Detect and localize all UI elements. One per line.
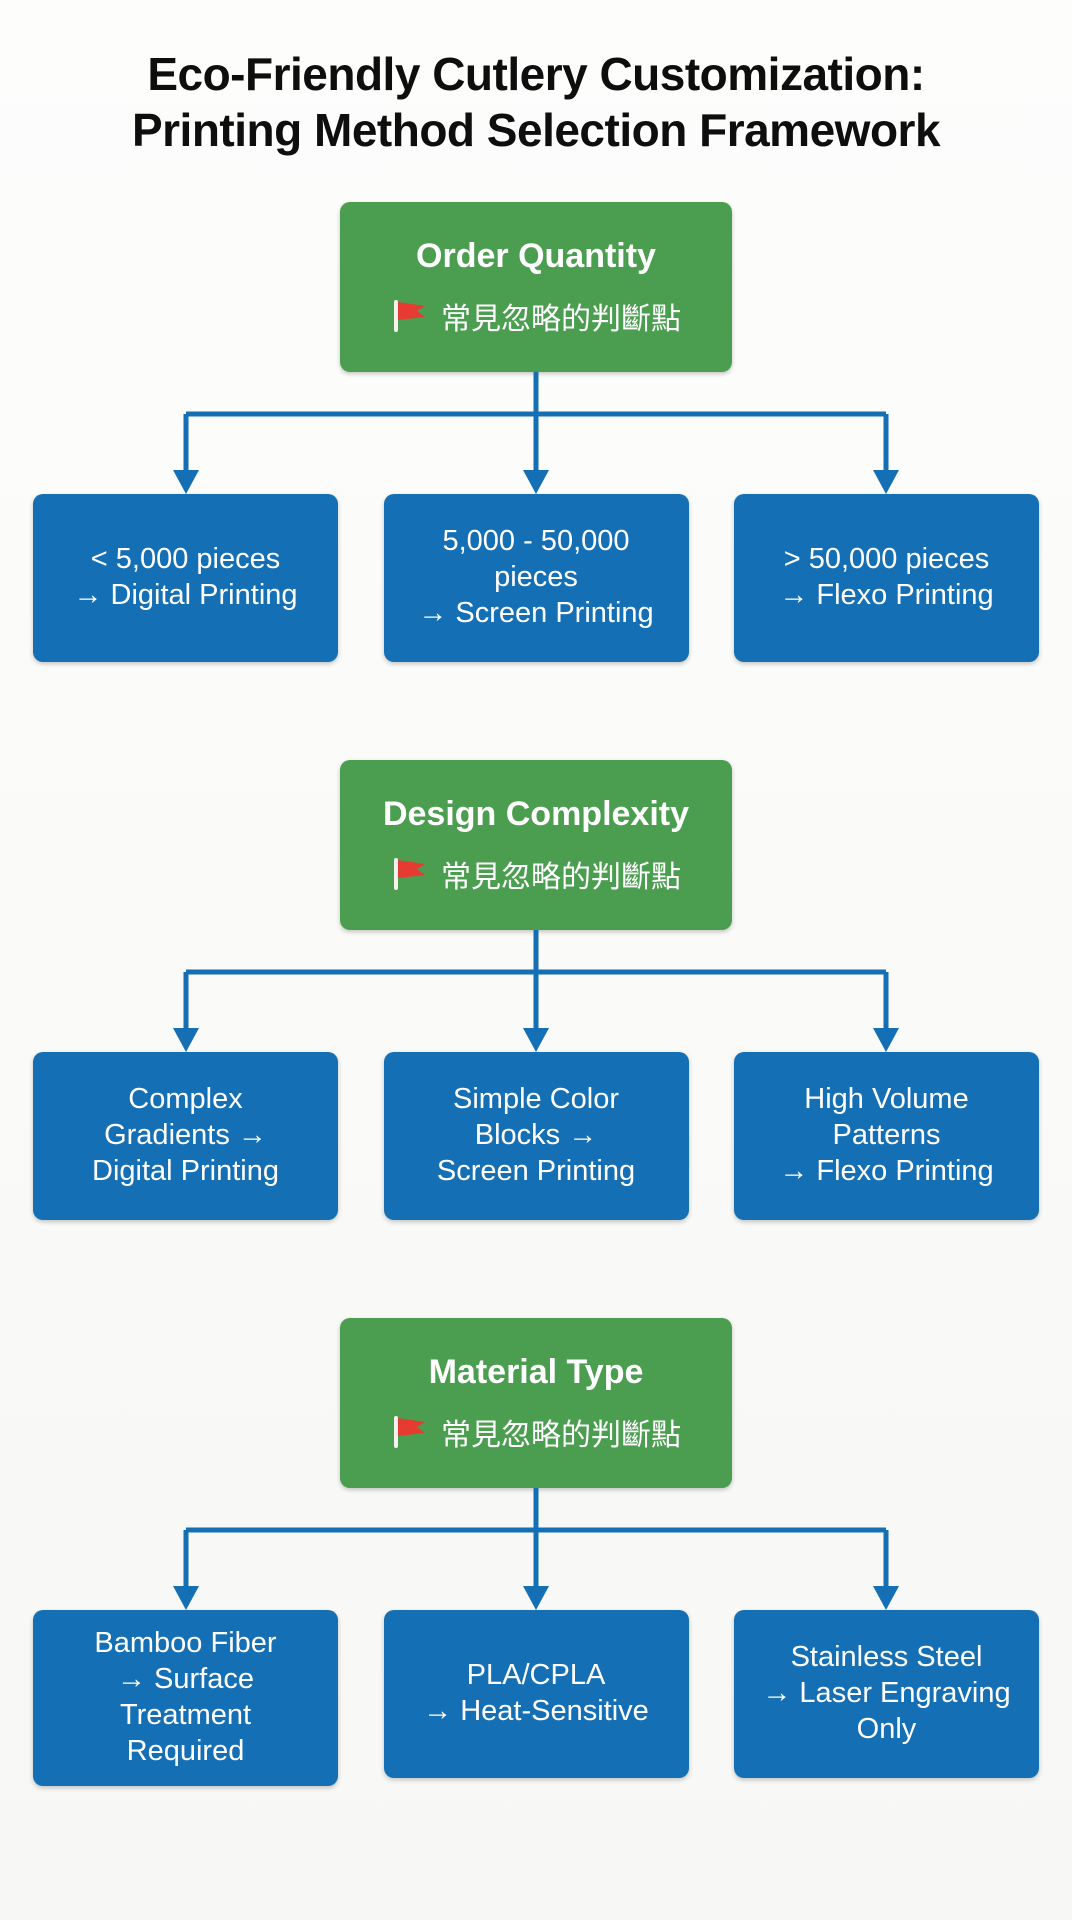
decision-node-order-quantity: Order Quantity 常見忽略的判斷點 [340,202,732,373]
branch-row: Complex Gradients → Digital Printing Sim… [0,1052,1072,1221]
branch-label: 5,000 - 50,000 pieces → Screen Printing [418,525,654,630]
branch-node-complex-gradients: Complex Gradients → Digital Printing [33,1052,338,1221]
branch-label: Stainless Steel → Laser Engraving Only [762,1641,1011,1746]
branch-label: Complex Gradients → Digital Printing [92,1083,279,1188]
page-title: Eco-Friendly Cutlery Customization:Print… [0,0,1072,158]
connector-arrows [173,930,899,1053]
decision-note: 常見忽略的判斷點 [391,294,681,338]
branch-label: PLA/CPLA → Heat-Sensitive [423,1659,649,1728]
branch-row: Bamboo Fiber → Surface Treatment Require… [0,1610,1072,1787]
decision-title: Design Complexity [382,794,690,833]
branch-node-digital-printing: < 5,000 pieces → Digital Printing [33,494,338,663]
section-order-quantity: Order Quantity 常見忽略的判斷點 < 5,000 pieces →… [0,202,1072,663]
connector-arrows [173,372,899,495]
branch-node-screen-printing: 5,000 - 50,000 pieces → Screen Printing [383,494,689,663]
branch-node-bamboo-fiber: Bamboo Fiber → Surface Treatment Require… [33,1610,338,1787]
branch-node-flexo-printing: > 50,000 pieces → Flexo Printing [734,494,1039,663]
branch-node-high-volume-patterns: High Volume Patterns → Flexo Printing [734,1052,1039,1221]
decision-note-text: 常見忽略的判斷點 [441,860,681,894]
decision-note-text: 常見忽略的判斷點 [441,302,681,336]
branch-node-simple-color-blocks: Simple Color Blocks → Screen Printing [383,1052,689,1221]
decision-note-text: 常見忽略的判斷點 [441,1418,681,1452]
flag-icon [394,299,425,332]
branch-node-pla-cpla: PLA/CPLA → Heat-Sensitive [383,1610,689,1779]
decision-title: Order Quantity [416,236,656,275]
decision-node-design-complexity: Design Complexity 常見忽略的判斷點 [340,760,732,931]
flag-icon [394,1415,425,1448]
branch-label: High Volume Patterns → Flexo Printing [779,1083,994,1188]
decision-title: Material Type [428,1352,644,1391]
branch-label: Simple Color Blocks → Screen Printing [436,1083,636,1188]
flag-icon [394,857,425,890]
branch-row: < 5,000 pieces → Digital Printing 5,000 … [0,494,1072,663]
section-design-complexity: Design Complexity 常見忽略的判斷點 Complex Gradi… [0,760,1072,1221]
decision-note: 常見忽略的判斷點 [391,1410,681,1454]
decision-node-material-type: Material Type 常見忽略的判斷點 [340,1318,732,1489]
branch-label: Bamboo Fiber → Surface Treatment Require… [94,1627,277,1768]
decision-note: 常見忽略的判斷點 [391,852,681,896]
section-material-type: Material Type 常見忽略的判斷點 Bamboo Fiber → Su… [0,1318,1072,1787]
connector-arrows [173,1488,899,1611]
page-title-line1: Eco-Friendly Cutlery Customization: [147,48,925,100]
branch-label: > 50,000 pieces → Flexo Printing [779,543,994,612]
page-title-line2: Printing Method Selection Framework [131,104,941,157]
branch-label: < 5,000 pieces → Digital Printing [73,543,298,612]
branch-node-stainless-steel: Stainless Steel → Laser Engraving Only [734,1610,1039,1779]
